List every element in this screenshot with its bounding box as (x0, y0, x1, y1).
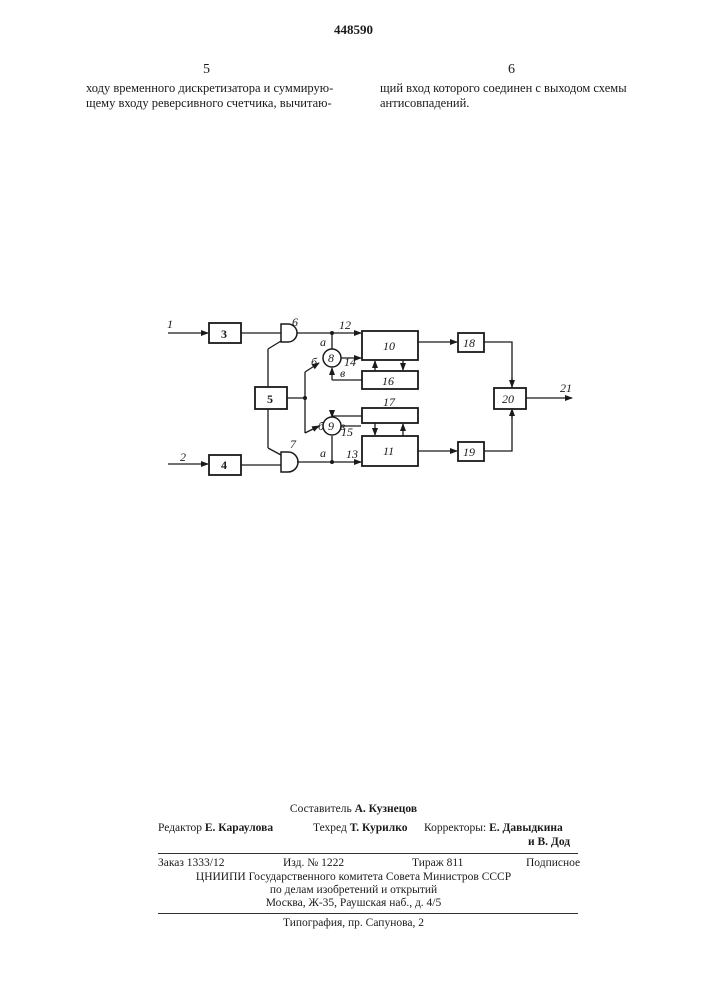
port-b-bottom: б (318, 419, 325, 433)
port-b-top: б (311, 355, 318, 369)
link-18-20 (484, 342, 512, 387)
order-number: Заказ 1333/12 (158, 857, 225, 869)
block-17 (362, 408, 418, 423)
port-a-bottom: а (320, 446, 326, 460)
editor-label: Редактор (158, 822, 202, 834)
block-5-label: 5 (267, 392, 273, 406)
block-17-label: 17 (383, 395, 396, 409)
editor-name: Е. Караулова (205, 822, 273, 834)
corrector-2-line: и В. Дод (528, 836, 570, 848)
editor-line: Редактор Е. Караулова (158, 822, 273, 834)
footer-rule-1 (158, 853, 578, 854)
input-2-label: 2 (180, 450, 186, 464)
block-20-label: 20 (502, 392, 514, 406)
port-v-bottom: в (340, 419, 345, 433)
block-18-label: 18 (463, 336, 475, 350)
port-a-top: а (320, 335, 326, 349)
output-21-label: 21 (560, 381, 572, 395)
block-16-label: 16 (382, 374, 394, 388)
input-1-label: 1 (167, 317, 173, 331)
block-4-label: 4 (221, 458, 227, 472)
line-12-label: 12 (339, 318, 351, 332)
techred-line: Техред Т. Курилко (313, 822, 408, 834)
circle-8-label: 8 (328, 351, 334, 365)
block-11-label: 11 (383, 444, 394, 458)
footer-rule-2 (158, 913, 578, 914)
compiler-label: Составитель (290, 803, 352, 815)
line-14-label: 14 (344, 355, 356, 369)
block-19-label: 19 (463, 445, 475, 459)
corrector-2: и В. Дод (528, 836, 570, 848)
org-line-2: по делам изобретений и открытий (0, 884, 707, 896)
techred-label: Техред (313, 822, 347, 834)
techred-name: Т. Курилко (350, 822, 408, 834)
edition-number: Изд. № 1222 (283, 857, 344, 869)
compiler-name: А. Кузнецов (355, 803, 418, 815)
circulation: Тираж 811 (412, 857, 463, 869)
correctors-line: Корректоры: Е. Давыдкина (424, 822, 563, 834)
printing-house: Типография, пр. Сапунова, 2 (0, 917, 707, 929)
link-19-20 (484, 410, 512, 451)
gate-7 (281, 452, 298, 472)
org-line-1: ЦНИИПИ Государственного комитета Совета … (0, 871, 707, 883)
corrector-1: Е. Давыдкина (489, 822, 563, 834)
address: Москва, Ж-35, Раушская наб., д. 4/5 (0, 897, 707, 909)
block-10-label: 10 (383, 339, 395, 353)
port-v-top: в (340, 366, 345, 380)
correctors-label: Корректоры: (424, 822, 486, 834)
gate-7-label: 7 (290, 437, 297, 451)
line-13-label: 13 (346, 447, 358, 461)
subscription: Подписное (526, 857, 580, 869)
circle-9-label: 9 (328, 419, 334, 433)
block-3-label: 3 (221, 327, 227, 341)
gate-6-label: 6 (292, 315, 298, 329)
compiler-line: Составитель А. Кузнецов (0, 803, 707, 815)
